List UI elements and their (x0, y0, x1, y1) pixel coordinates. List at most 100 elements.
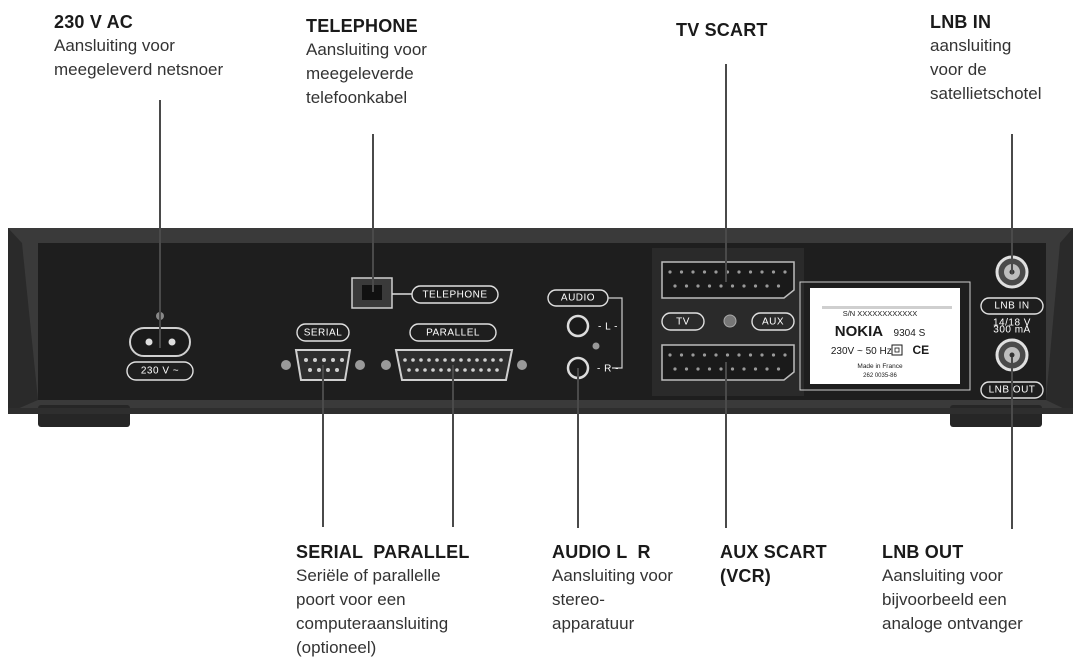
leader-parallel (452, 365, 454, 527)
callout-aux-scart: AUX SCART (VCR) (720, 540, 827, 588)
connector-pin (491, 358, 495, 362)
aux-label-box (751, 312, 795, 331)
callout-lnb-out-desc: Aansluiting voor bijvoorbeeld een analog… (882, 566, 1023, 633)
serial-panel-label: SERIAL (304, 328, 343, 339)
connector-pin (455, 368, 459, 372)
chassis-right-bevel (1046, 228, 1073, 413)
callout-lnb-in-title: LNB IN (930, 12, 992, 32)
connector-pin (451, 358, 455, 362)
connector-pin (443, 358, 447, 362)
connector-pin (730, 284, 735, 288)
connector-pin (499, 358, 503, 362)
callout-tv-scart: TV SCART (676, 18, 768, 42)
callout-ac-desc: Aansluiting voor meegeleverd netsnoer (54, 36, 224, 79)
sticker-code: 262 0035-86 (863, 373, 897, 379)
aux-scart-connector (661, 344, 795, 381)
leader-tv-scart (725, 64, 727, 282)
connector-pin (748, 270, 753, 274)
connector-pin (742, 367, 746, 371)
ac-panel-label: 230 V ~ (141, 366, 179, 377)
connector-pin (707, 284, 712, 288)
parallel-panel-label: PARALLEL (426, 328, 480, 339)
leader-aux-scart (725, 362, 727, 528)
connector-pin (439, 368, 443, 372)
audio-left-jack (566, 314, 590, 338)
connector-pin (714, 270, 718, 274)
connector-pin (495, 368, 499, 372)
connector-pin (765, 367, 769, 371)
leader-ac (159, 100, 161, 348)
callout-ac: 230 V AC Aansluiting voor meegeleverd ne… (54, 10, 223, 82)
connector-pin (753, 284, 758, 288)
connector-pin (776, 284, 781, 288)
parallel-label-box (409, 323, 497, 342)
callout-ac-title: 230 V AC (54, 12, 133, 32)
connector-pin (427, 358, 431, 362)
tv-label-box (661, 312, 705, 331)
tv-panel-label: TV (676, 317, 690, 328)
leader-serial (322, 365, 324, 527)
callout-lnb-out: LNB OUT Aansluiting voor bijvoorbeeld ee… (882, 540, 1023, 636)
connector-pin (419, 358, 423, 362)
connector-pin (435, 358, 439, 362)
connector-pin (487, 368, 491, 372)
connector-pin (771, 353, 776, 357)
connector-pin (403, 358, 407, 362)
connector-pin (691, 270, 695, 274)
chassis-left-bevel (8, 228, 38, 413)
connector-pin (668, 270, 672, 274)
callout-audio-title: AUDIO L R (552, 542, 651, 562)
connector-pin (702, 270, 707, 274)
audio-r-label: - R - (597, 364, 619, 375)
connector-pin (719, 367, 723, 371)
connector-pin (475, 358, 479, 362)
lnb-rating-voltage: 14/18 V (993, 318, 1031, 329)
connector-pin (753, 367, 758, 371)
connector-pin (783, 353, 787, 357)
connector-pin (760, 270, 764, 274)
sticker-origin: Made in France (857, 363, 903, 370)
connector-pin (707, 367, 712, 371)
connector-pin (714, 353, 718, 357)
connector-pin (737, 353, 741, 357)
callout-aux-scart-title: AUX SCART (VCR) (720, 542, 827, 586)
audio-l-label: - L - (598, 322, 618, 333)
parallel-port (394, 349, 514, 381)
audio-panel-label: AUDIO (561, 293, 595, 304)
callout-lnb-out-title: LNB OUT (882, 542, 964, 562)
connector-pin (459, 358, 463, 362)
connector-pin (776, 367, 781, 371)
connector-pin (467, 358, 471, 362)
connector-pin (411, 358, 415, 362)
serial-label-box (296, 323, 350, 342)
connector-pin (684, 367, 689, 371)
connector-pin (719, 284, 723, 288)
connector-pin (479, 368, 483, 372)
connector-pin (668, 353, 672, 357)
sticker-serial: S/N XXXXXXXXXXXX (843, 309, 918, 318)
leader-telephone (372, 134, 374, 292)
callout-serial-parallel-title: SERIAL PARALLEL (296, 542, 470, 562)
connector-pin (415, 368, 419, 372)
callout-telephone-title: TELEPHONE (306, 16, 418, 36)
connector-pin (679, 270, 684, 274)
connector-pin (679, 353, 684, 357)
callout-audio-desc: Aansluiting voor stereo- apparatuur (552, 566, 673, 633)
rating-sticker (810, 288, 960, 384)
tv-scart-connector (661, 261, 795, 299)
connector-pin (673, 367, 677, 371)
callout-serial-parallel-desc: Seriële of parallelle poort voor een com… (296, 566, 449, 657)
connector-pin (725, 353, 730, 357)
telephone-panel-label: TELEPHONE (422, 290, 487, 301)
double-insulation-icon (891, 344, 903, 356)
lnb-in-label-box (980, 297, 1044, 315)
connector-pin (684, 284, 689, 288)
connector-pin (447, 368, 451, 372)
connector-pin (696, 284, 700, 288)
connector-pin (431, 368, 435, 372)
connector-pin (783, 270, 787, 274)
connector-pin (483, 358, 487, 362)
connector-pin (748, 353, 753, 357)
sticker-brand: NOKIA 9304 S (835, 323, 926, 340)
